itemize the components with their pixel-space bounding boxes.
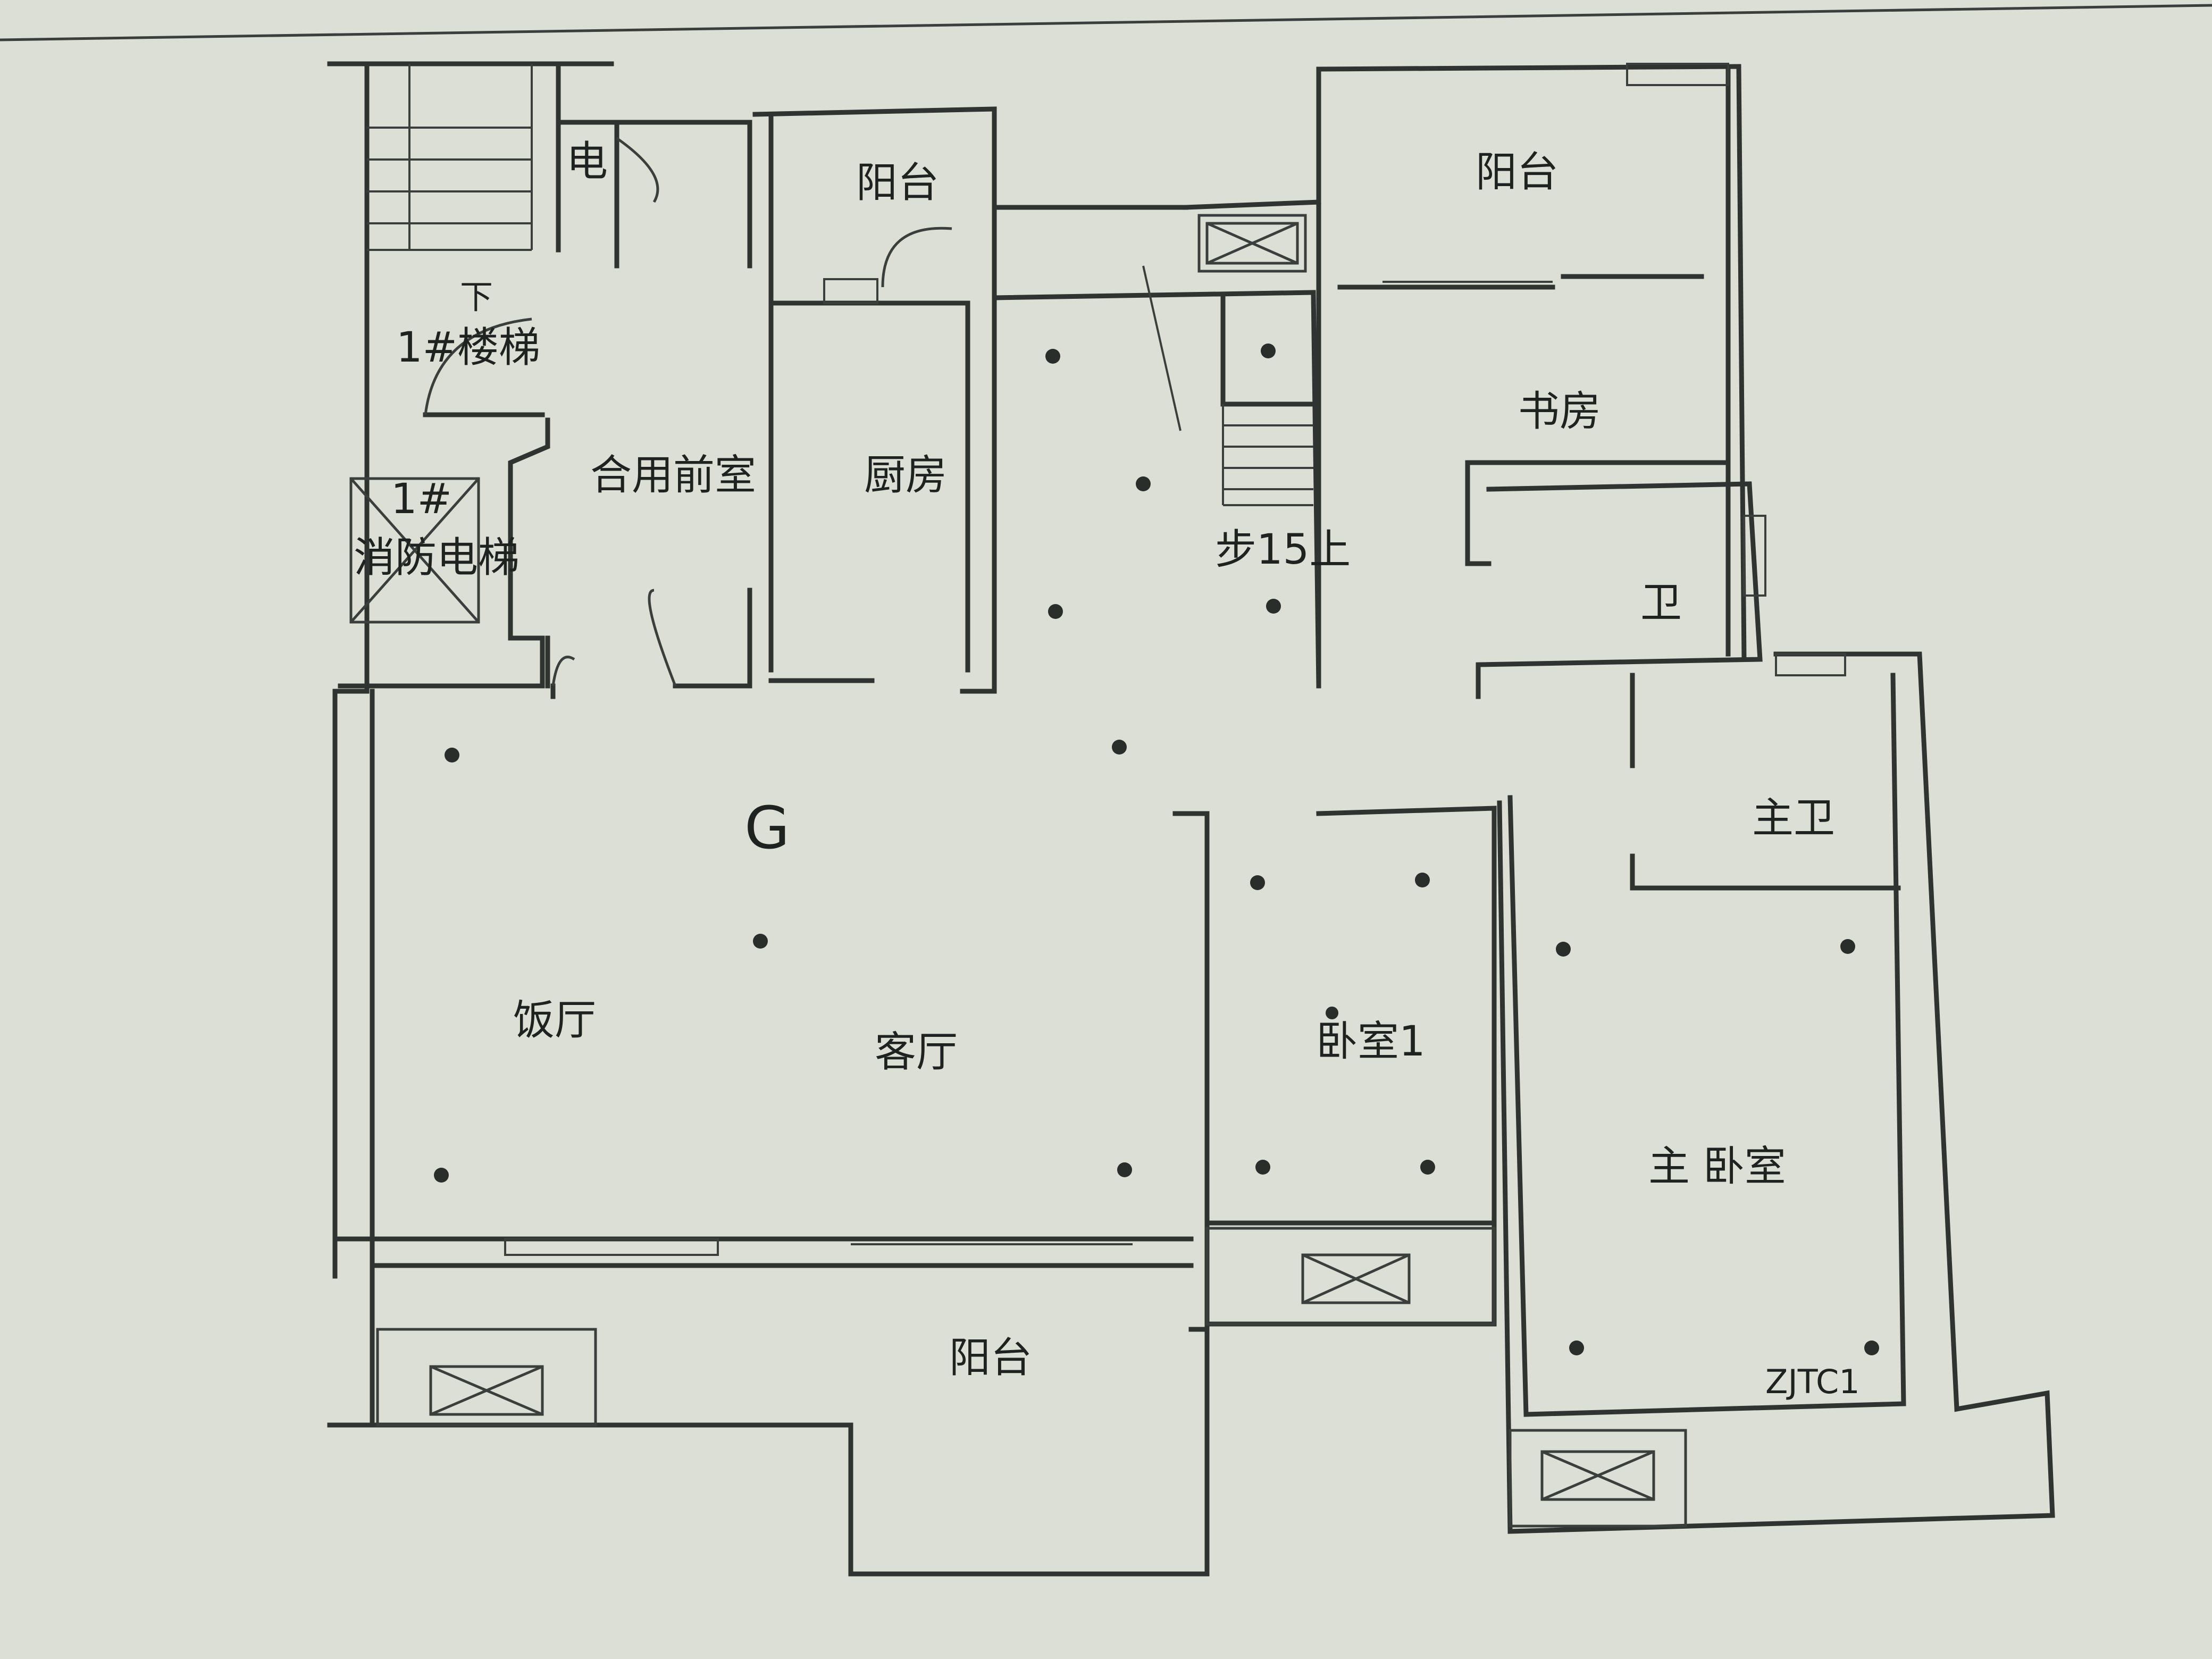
ac-unit-bedroom1 [1205, 1227, 1496, 1326]
dining-label: 饭厅 [513, 996, 596, 1044]
fire-elevator-label: 消防电梯 [354, 534, 520, 582]
window-code-label: ZJTC1 [1765, 1362, 1860, 1401]
ac-unit-master [1509, 1429, 1687, 1528]
stair-flight-upper [367, 64, 533, 251]
bath-label: 卫 [1640, 579, 1682, 627]
grid-mark-label: G [744, 794, 790, 862]
electric-room-label: 电 [566, 138, 608, 186]
study-balcony-label: 阳台 [1476, 148, 1559, 196]
study-label: 书房 [1518, 388, 1601, 435]
stair-flight-corridor [1142, 265, 1313, 506]
ac-unit-living [376, 1328, 597, 1427]
stair-steps-label: 步15上 [1215, 526, 1351, 574]
ac-unit-top [1197, 214, 1307, 273]
master-bedroom-label: 主 卧室 [1648, 1143, 1786, 1191]
living-room-label: 客厅 [875, 1028, 958, 1076]
fire-elevator-number-label: 1# [391, 475, 452, 523]
bedroom1-label: 卧室1 [1316, 1018, 1426, 1066]
stairwell-label: 1#楼梯 [396, 324, 540, 372]
living-balcony-label: 阳台 [949, 1334, 1032, 1382]
exterior-walls [327, 61, 2055, 1577]
kitchen-label: 厨房 [864, 451, 947, 499]
elevator-shaft [349, 477, 480, 624]
shared-lobby-label: 合用前室 [590, 451, 756, 499]
kitchen-balcony-label: 阳台 [856, 159, 939, 207]
windows [504, 63, 1846, 1256]
door-swings [424, 137, 952, 686]
stair-down-label: 下 [460, 278, 493, 316]
sheet-edge [0, 4, 2212, 41]
column-markers [434, 343, 1879, 1355]
master-bath-label: 主卫 [1752, 794, 1835, 842]
